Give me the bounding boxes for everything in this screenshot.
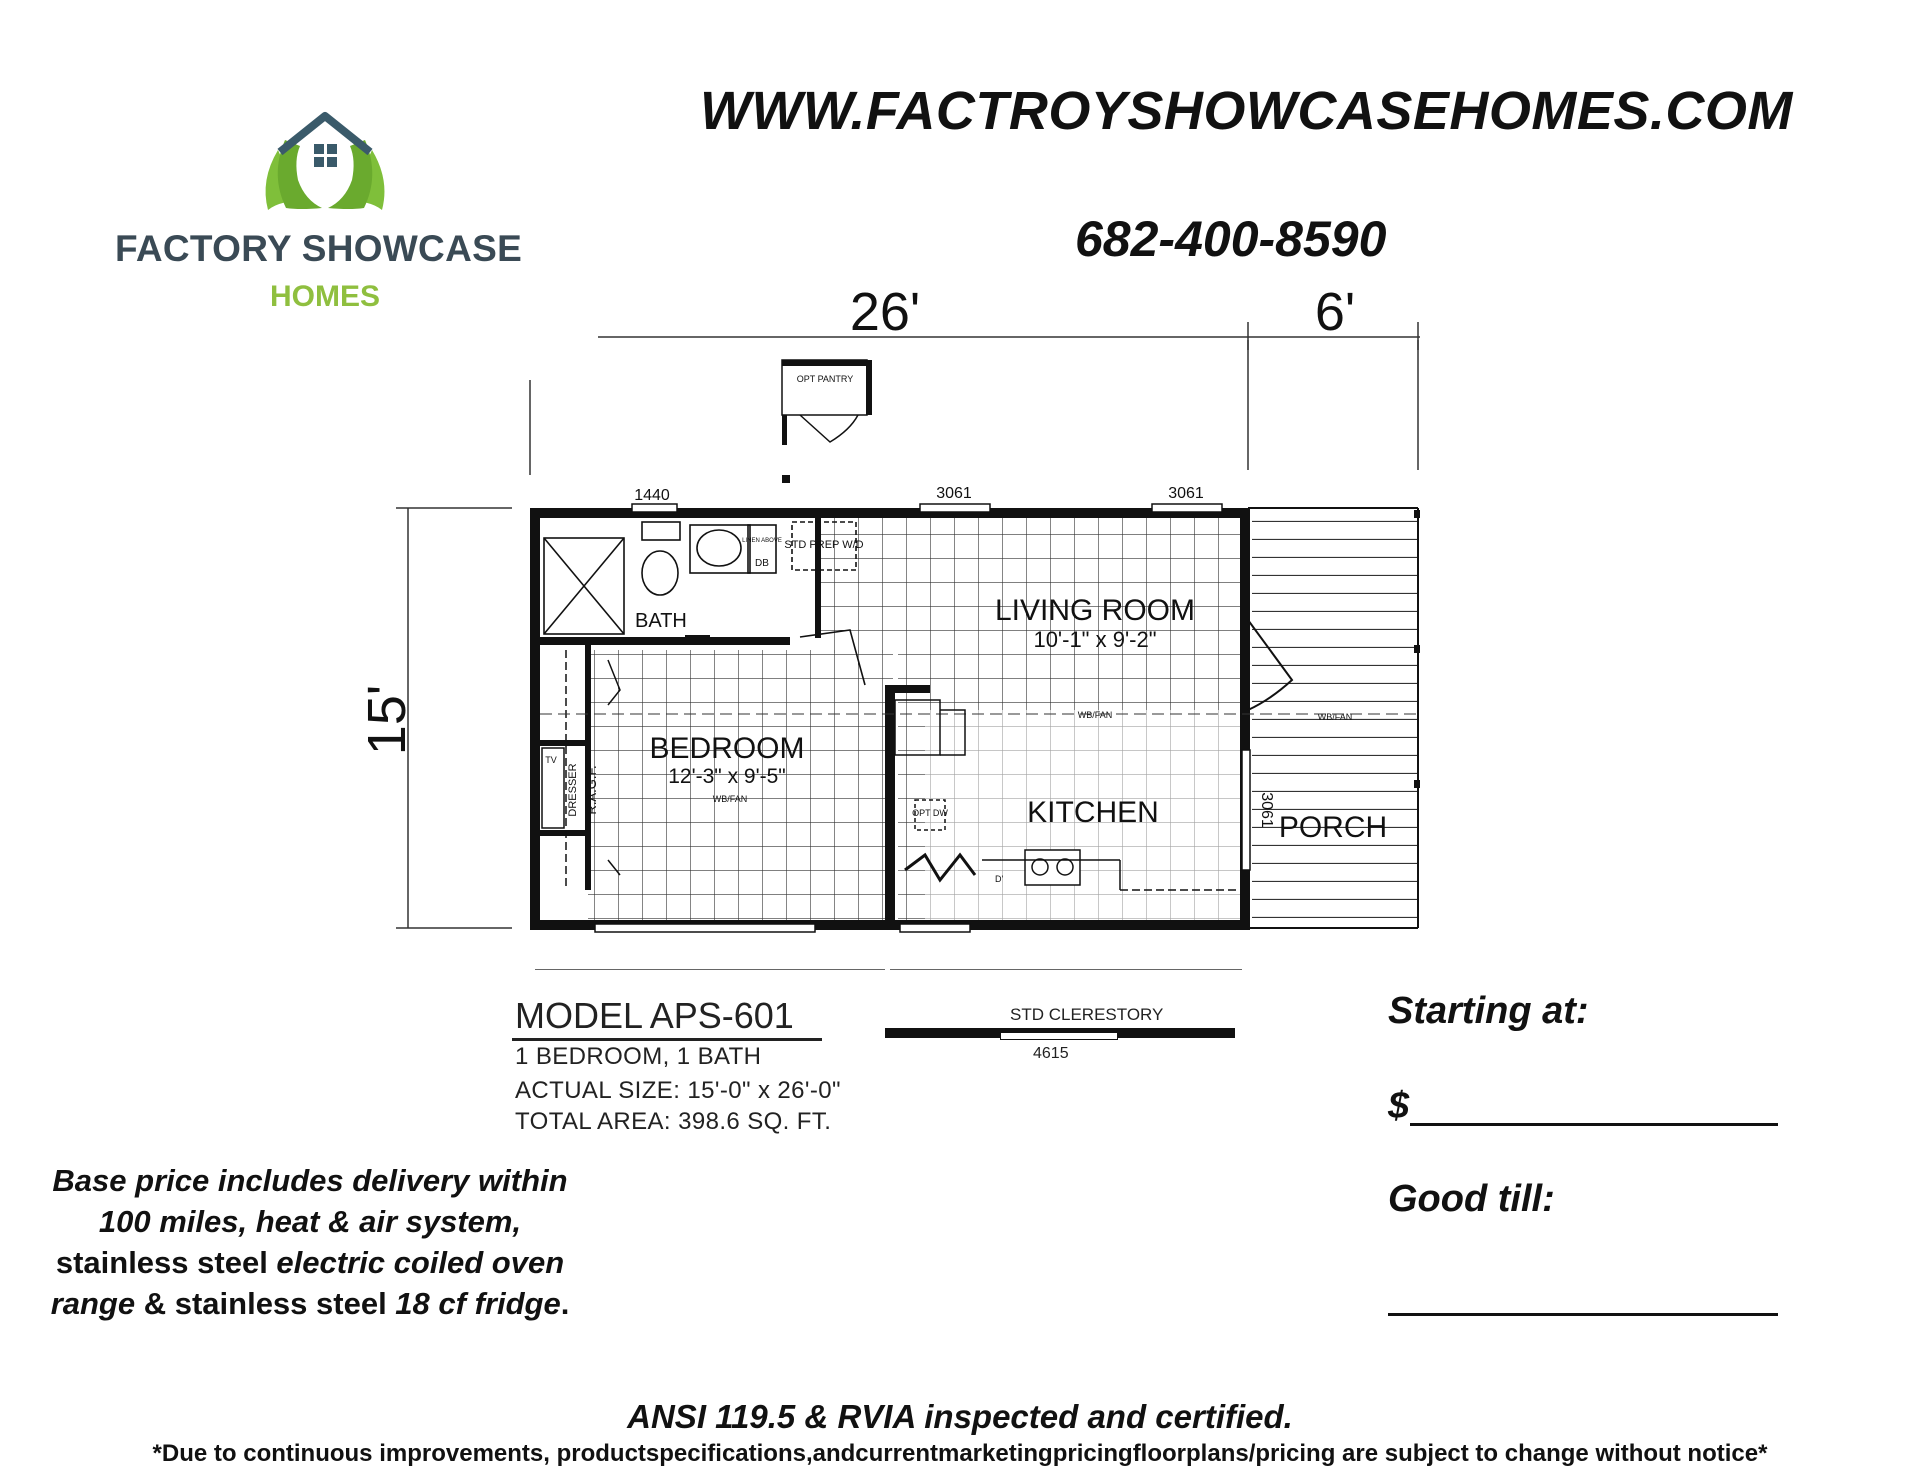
model-total-area: TOTAL AREA: 398.6 SQ. FT. xyxy=(515,1108,832,1135)
dresser-label: DRESSER xyxy=(567,763,579,816)
model-rooms: 1 BEDROOM, 1 BATH xyxy=(515,1043,762,1070)
wbfan-living: WB/FAN xyxy=(1078,710,1113,720)
base-price-p4: & stainless steel xyxy=(135,1286,396,1321)
factory-showcase-logo xyxy=(265,112,385,210)
base-price-p6: . xyxy=(560,1286,570,1321)
room-kitchen: KITCHEN xyxy=(1027,796,1159,829)
base-price-p3: electric coiled oven range xyxy=(50,1245,565,1321)
db-label: DB xyxy=(755,558,769,569)
model-underline xyxy=(512,1038,822,1041)
room-living-size: 10'-1" x 9'-2" xyxy=(1033,627,1156,652)
linen-label: LINEN ABOVE xyxy=(742,538,782,544)
brand-subname: HOMES xyxy=(270,280,381,313)
walls xyxy=(530,508,1250,930)
room-porch: PORCH xyxy=(1279,811,1387,844)
model-name: MODEL APS-601 xyxy=(515,995,794,1036)
clerestory-window xyxy=(1000,1032,1118,1040)
window-bath-label: 1440 xyxy=(634,487,670,504)
room-living: LIVING ROOM xyxy=(995,594,1195,627)
dimension-length: 26' xyxy=(850,282,920,342)
clerestory-label: STD CLERESTORY xyxy=(1010,1005,1164,1024)
good-till-label: Good till: xyxy=(1388,1178,1555,1220)
base-price-p2: stainless steel xyxy=(55,1245,277,1280)
opt-dw-label: OPT DW xyxy=(912,808,948,818)
opt-pantry xyxy=(781,359,872,483)
dimension-porch: 6' xyxy=(1315,282,1355,342)
window-living-1-label: 3061 xyxy=(936,485,972,502)
dollar-sign: $ xyxy=(1388,1085,1410,1127)
base-price-p5: 18 cf fridge xyxy=(395,1286,561,1321)
house-hands-icon xyxy=(265,112,385,210)
date-blank xyxy=(1388,1313,1778,1316)
base-price-p1: Base price includes delivery within 100 … xyxy=(52,1163,568,1239)
std-prep-label: STD PREP W/D xyxy=(784,539,863,551)
room-bedroom-size: 12'-3" x 9'-5" xyxy=(668,765,785,788)
opt-pantry-label: OPT PANTRY xyxy=(797,374,854,384)
starting-at-label: Starting at: xyxy=(1388,990,1589,1032)
d-label: D' xyxy=(995,874,1003,884)
floor-plan: 26' 6' 15' OPT PANTRY xyxy=(357,282,1420,970)
model-actual-size: ACTUAL SIZE: 15'-0" x 26'-0" xyxy=(515,1077,841,1104)
price-blank xyxy=(1410,1123,1778,1126)
ragf-label: R.A.G.F. xyxy=(584,765,599,814)
base-price-text: Base price includes delivery within 100 … xyxy=(40,1160,580,1324)
disclaimer-text: *Due to continuous improvements, product… xyxy=(152,1440,1768,1467)
room-bath: BATH xyxy=(635,610,687,632)
dimension-width: 15' xyxy=(357,685,417,755)
clerestory-number: 4615 xyxy=(1033,1045,1069,1062)
window-porch-label: 3061 xyxy=(1258,792,1275,828)
wbfan-porch: WB/FAN xyxy=(1318,712,1353,722)
tv-label: TV xyxy=(545,755,557,765)
certification-text: ANSI 119.5 & RVIA inspected and certifie… xyxy=(627,1398,1293,1435)
dimension-lines xyxy=(396,322,1420,970)
brand-name: FACTORY SHOWCASE xyxy=(115,228,523,269)
phone-number: 682-400-8590 xyxy=(1075,211,1387,267)
window-living-2-label: 3061 xyxy=(1168,485,1204,502)
room-bedroom: BEDROOM xyxy=(649,732,804,765)
wbfan-bedroom: WB/FAN xyxy=(713,794,748,804)
website-url: WWW.FACTROYSHOWCASEHOMES.COM xyxy=(700,81,1793,141)
